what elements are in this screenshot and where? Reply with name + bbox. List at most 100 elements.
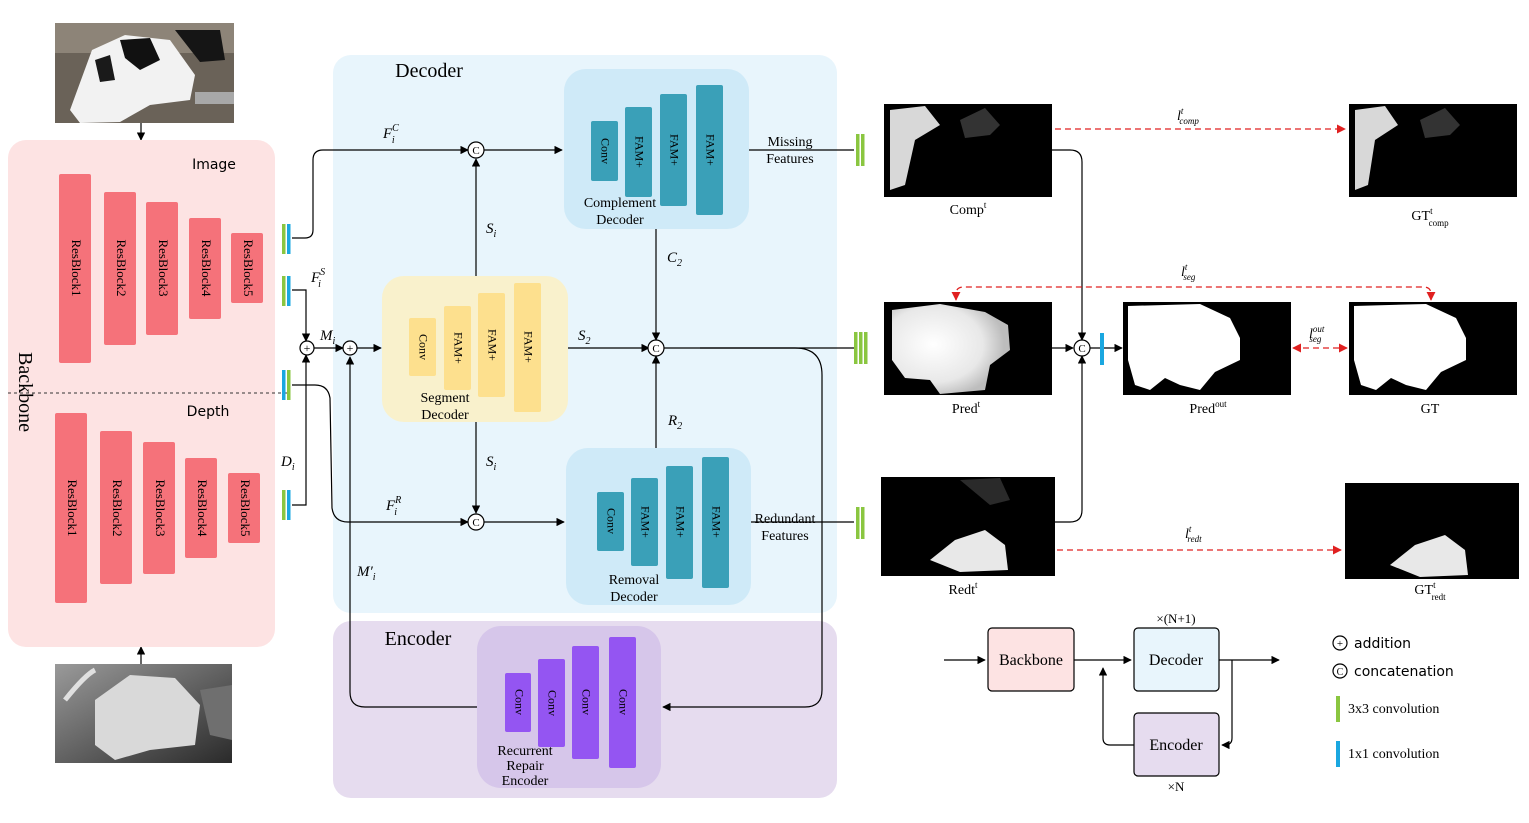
svg-text:C: C <box>472 145 479 157</box>
segment-name-2: Decoder <box>421 408 469 423</box>
image-resblock-label: ResBlock5 <box>241 239 256 296</box>
pred-out-map <box>1123 302 1291 395</box>
rgb-input-image <box>55 23 234 123</box>
image-resblocks: ResBlock1 ResBlock2 ResBlock3 ResBlock4 … <box>59 174 263 363</box>
depth-resblock <box>55 413 87 603</box>
connection-lines <box>292 145 1123 712</box>
mini-bottom-mult: ×N <box>1168 779 1185 794</box>
output-conv-stacks <box>854 134 1104 539</box>
mini-decoder-label: Decoder <box>1149 652 1204 669</box>
complement-decoder: Conv FAM+ FAM+ FAM+ Complement Decoder <box>564 69 749 229</box>
comp-label: Compt <box>950 200 987 218</box>
image-resblock <box>146 202 178 335</box>
c2-label: C2 <box>667 250 682 269</box>
legend-concat-icon <box>1332 663 1348 679</box>
svg-text:+: + <box>1337 638 1343 650</box>
mini-backbone-label: Backbone <box>999 652 1063 669</box>
segment-block-label: FAM+ <box>451 332 465 364</box>
encoder-name-3: Encoder <box>502 774 549 789</box>
image-resblock <box>59 174 91 363</box>
depth-resblock-label: ResBlock3 <box>153 479 168 536</box>
gt-map <box>1349 302 1517 395</box>
missing-features-2: Features <box>766 152 813 167</box>
depth-resblock-label: ResBlock2 <box>110 479 125 536</box>
pred-out-label: Predout <box>1189 399 1227 417</box>
decoder-title: Decoder <box>395 60 463 82</box>
complement-name-1: Complement <box>584 196 656 211</box>
svg-text:C: C <box>1078 343 1085 355</box>
complement-block-label: FAM+ <box>667 134 681 166</box>
legend: + addition C concatenation 3x3 convoluti… <box>1332 635 1454 767</box>
segment-block-label: Conv <box>416 334 430 360</box>
removal-block-label: FAM+ <box>709 506 723 538</box>
missing-features-1: Missing <box>767 135 812 150</box>
concat-node: C <box>467 141 485 159</box>
legend-addition-icon <box>1332 635 1348 651</box>
image-resblock-label: ResBlock3 <box>156 239 171 296</box>
removal-decoder: Conv FAM+ FAM+ FAM+ Removal Decoder <box>566 448 751 605</box>
image-resblock <box>104 192 136 345</box>
redt-label: Redtt <box>949 580 978 598</box>
segment-decoder: Conv FAM+ FAM+ FAM+ Segment Decoder <box>382 276 568 423</box>
complement-block-label: FAM+ <box>632 136 646 168</box>
redt-map <box>881 477 1055 576</box>
backbone-output-convs <box>282 224 291 520</box>
gt-label: GT <box>1421 402 1440 417</box>
addition-node: + <box>299 340 315 356</box>
depth-resblock <box>143 442 175 574</box>
si-bottom-label: Si <box>486 454 497 473</box>
concat-node: C <box>467 513 485 531</box>
encoder-block-label: Conv <box>512 689 526 715</box>
removal-block-label: FAM+ <box>638 506 652 538</box>
complement-name-2: Decoder <box>596 213 644 228</box>
depth-resblock-label: ResBlock4 <box>195 479 210 537</box>
recurrent-repair-encoder: Conv Conv Conv Conv Recurrent Repair Enc… <box>477 626 661 789</box>
gt-redt-map <box>1345 483 1519 579</box>
removal-name-1: Removal <box>609 573 660 588</box>
depth-resblock <box>100 431 132 584</box>
mi-label: Mi <box>319 328 336 347</box>
si-top-label: Si <box>486 221 497 240</box>
encoder-title: Encoder <box>385 628 452 650</box>
encoder-name-2: Repair <box>506 759 544 774</box>
image-branch-label: Image <box>192 157 236 173</box>
mini-top-mult: ×(N+1) <box>1156 611 1195 626</box>
concat-node: C <box>1073 339 1091 357</box>
legend-conv1: 1x1 convolution <box>1348 747 1439 762</box>
svg-text:C: C <box>652 343 659 355</box>
image-resblock <box>189 218 221 319</box>
legend-addition: addition <box>1354 636 1411 652</box>
depth-resblocks: ResBlock1 ResBlock2 ResBlock3 ResBlock4 … <box>55 413 260 603</box>
concat-node: C <box>647 339 665 357</box>
complement-block-label: Conv <box>598 138 612 164</box>
depth-branch-label: Depth <box>187 404 230 420</box>
mini-pipeline: Backbone Decoder ×(N+1) Encoder ×N <box>944 611 1280 794</box>
segment-name-1: Segment <box>421 391 470 406</box>
legend-conv1-icon <box>1336 741 1340 767</box>
redundant-features-2: Features <box>761 529 808 544</box>
image-resblock <box>231 233 263 303</box>
redundant-features-1: Redundant <box>755 512 816 527</box>
segment-block-label: FAM+ <box>485 329 499 361</box>
depth-resblock-label: ResBlock1 <box>65 479 80 536</box>
legend-conv3-icon <box>1336 696 1340 722</box>
loss-arrows <box>951 124 1436 555</box>
encoder-block-label: Conv <box>616 689 630 715</box>
depth-resblock-label: ResBlock5 <box>238 479 253 536</box>
removal-name-2: Decoder <box>610 590 658 605</box>
di-label: Di <box>280 454 295 473</box>
depth-resblock <box>185 458 217 558</box>
image-resblock-label: ResBlock2 <box>114 239 129 296</box>
gt-comp-map <box>1349 104 1517 197</box>
